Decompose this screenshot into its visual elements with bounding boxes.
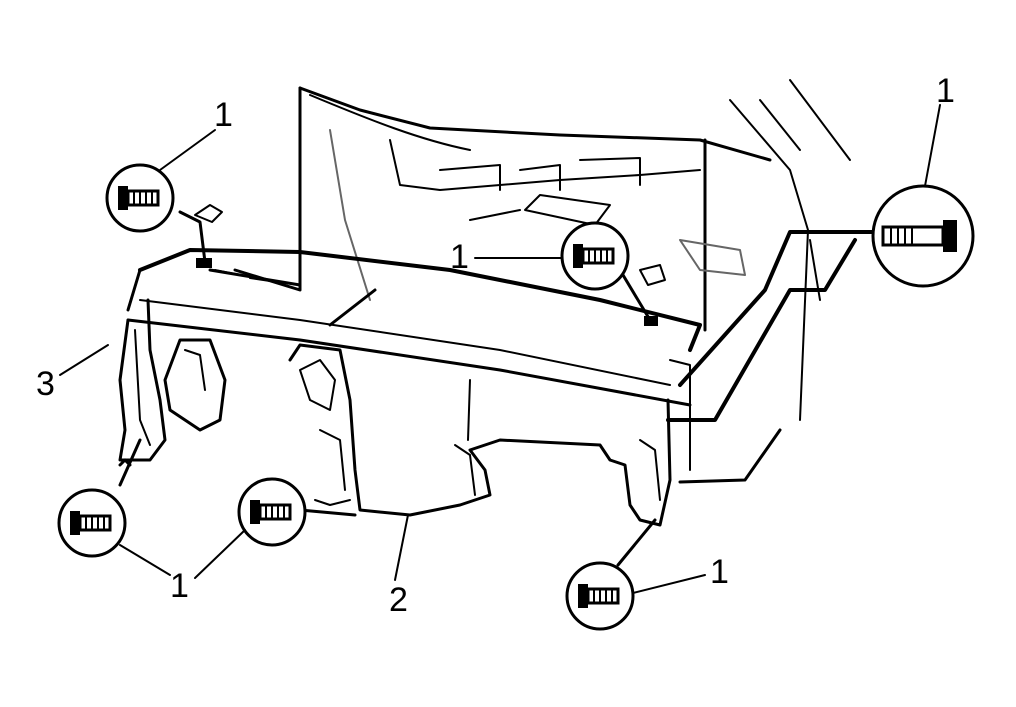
bolt-icon bbox=[871, 184, 975, 288]
windshield-frame bbox=[233, 79, 851, 421]
callout-leaders bbox=[119, 104, 941, 594]
bolt-icon bbox=[105, 163, 175, 233]
callout-label-bolt-bottom-right: 1 bbox=[710, 553, 729, 591]
callout-label-bolt-center: 1 bbox=[450, 238, 469, 276]
bolt-icon bbox=[237, 477, 307, 547]
callout-label-panel-left: 3 bbox=[36, 365, 55, 403]
leader-lines bbox=[59, 204, 875, 581]
bolt-icon bbox=[560, 221, 630, 291]
callout-label-bolt-bottom-left: 1 bbox=[170, 567, 189, 605]
panel-lower-shape bbox=[288, 343, 691, 527]
bolt-icon bbox=[57, 488, 127, 558]
instrument-panel-upper bbox=[126, 248, 702, 407]
panel-left-shape bbox=[118, 298, 227, 462]
callout-label-bolt-top-left: 1 bbox=[214, 96, 233, 134]
callout-label-bolt-top-right: 1 bbox=[936, 72, 955, 110]
bolt-icon bbox=[565, 561, 635, 631]
callout-label-panel-lower: 2 bbox=[389, 581, 408, 619]
